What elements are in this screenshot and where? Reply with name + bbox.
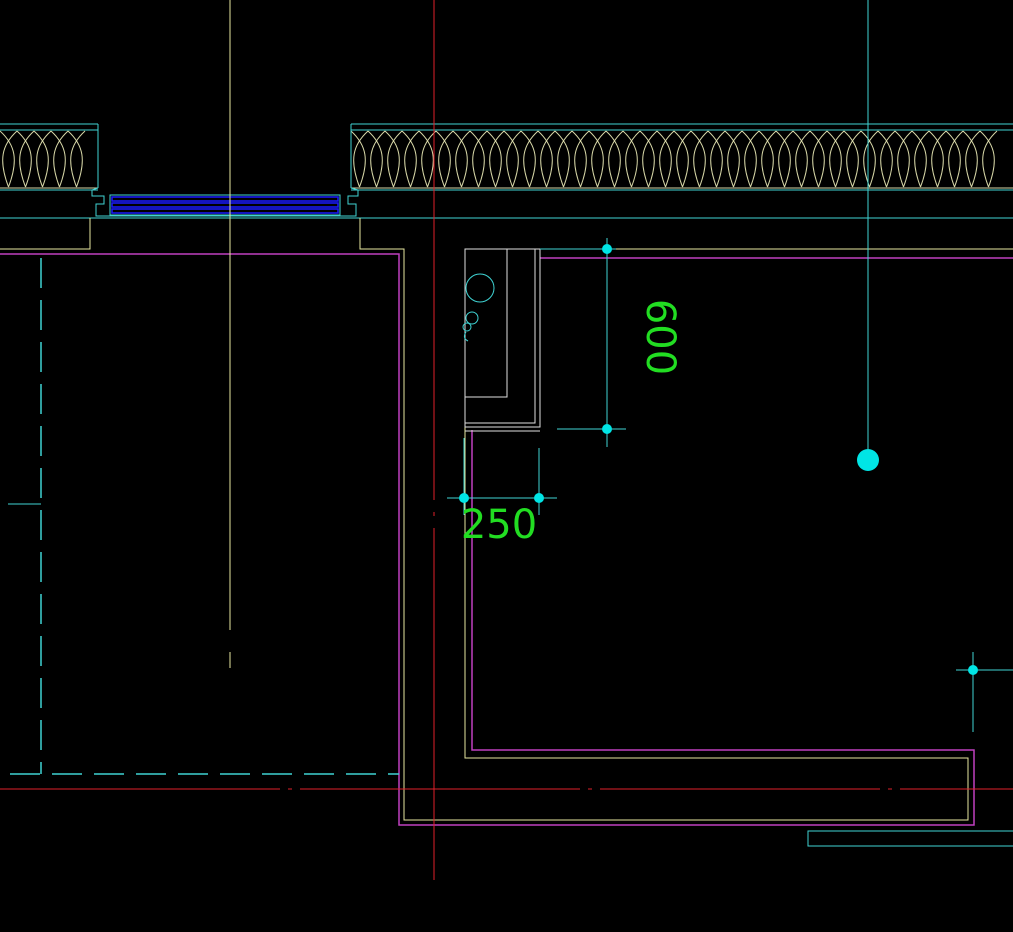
dimension-vertical[interactable]: 600 [540,238,683,447]
faucet-circle[interactable] [462,322,472,332]
node-point-icon[interactable] [857,449,879,471]
dimension-label-250: 250 [461,502,537,548]
crosshair-grip[interactable] [956,652,1013,732]
faucet-circle[interactable] [465,311,479,325]
grip-point-icon[interactable] [602,424,612,434]
sink-basin[interactable] [464,248,508,398]
room-boundary-magenta[interactable] [0,253,975,826]
insulation-batt [350,130,998,188]
floor-edge-element[interactable] [807,830,1013,847]
window-glass[interactable] [111,208,339,214]
window-glass[interactable] [111,202,339,208]
left-room-dashed-outline[interactable] [8,258,399,775]
vanity-outline[interactable] [464,248,541,428]
window-opening[interactable] [91,124,359,217]
window-frame[interactable] [91,187,359,217]
sink-fixture[interactable] [462,248,541,432]
window-sash[interactable] [109,194,341,216]
dimension-horizontal[interactable]: 250 [447,438,557,548]
grip-point-icon[interactable] [534,493,544,503]
grip-point-icon[interactable] [968,665,978,675]
wall-section[interactable] [0,123,1013,219]
window-glass[interactable] [111,196,339,202]
insulation-pattern [0,130,86,188]
insulation-batt [0,130,86,188]
insulation-pattern [350,130,998,188]
grip-point-icon[interactable] [459,493,469,503]
dimension-label-600: 600 [637,299,683,375]
drain-circle[interactable] [465,273,495,303]
grip-point-icon[interactable] [602,244,612,254]
